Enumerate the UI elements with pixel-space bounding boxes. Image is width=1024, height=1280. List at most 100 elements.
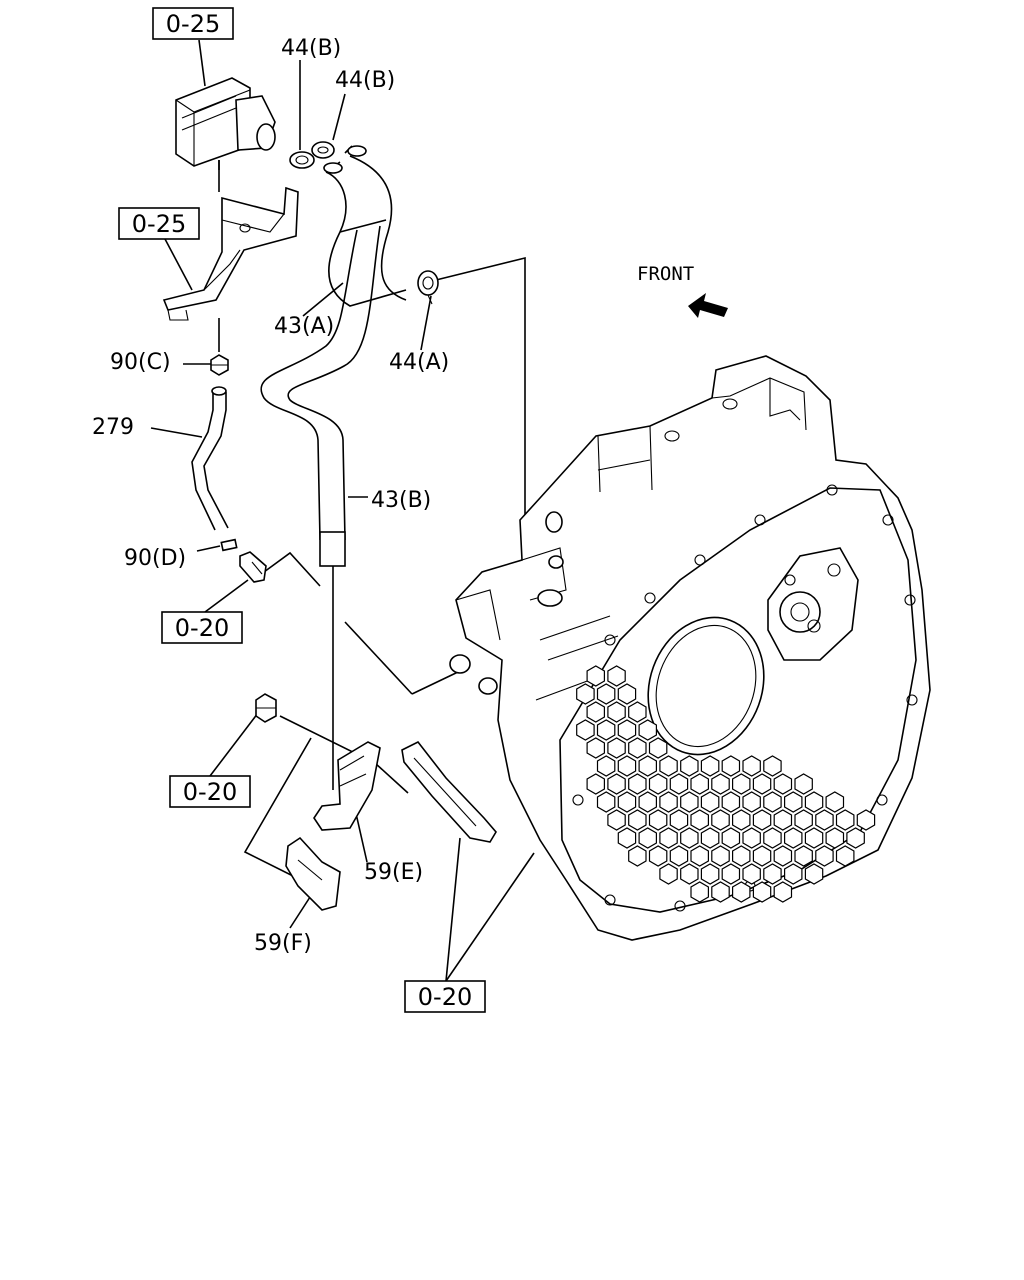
grille-cell	[576, 683, 595, 705]
grille-cell	[856, 809, 876, 831]
front-label: FRONT	[637, 263, 694, 285]
connector-assembly[interactable]	[175, 77, 276, 170]
grille-cell	[700, 755, 720, 777]
ref-box-bracket[interactable]: 0-25	[118, 207, 200, 240]
ref-label-bracket: 0-25	[132, 210, 186, 238]
grille-cell	[648, 773, 668, 795]
grille-cell	[773, 773, 793, 795]
grille-cell	[773, 845, 793, 867]
label-43a[interactable]: 43(A)	[274, 314, 334, 339]
grille-cell	[638, 719, 658, 741]
flywheel-housing[interactable]	[449, 355, 931, 941]
label-44a[interactable]: 44(A)	[389, 350, 449, 375]
grille-cell	[721, 755, 741, 777]
grille-cell	[742, 791, 761, 813]
grille-cell	[835, 845, 855, 867]
ref-box-bolt[interactable]: 0-20	[169, 775, 251, 808]
grille-cell	[659, 863, 678, 885]
grille-cell	[680, 827, 699, 849]
grille-cell	[690, 845, 710, 867]
grille-cell	[586, 665, 606, 687]
honeycomb-grille	[576, 665, 876, 903]
grille-cell	[607, 737, 626, 759]
grille-cell	[825, 827, 845, 849]
clip-59f[interactable]	[285, 836, 341, 911]
grille-cell	[617, 719, 637, 741]
mounting-bracket[interactable]	[162, 186, 299, 321]
pipe-279[interactable]	[191, 386, 229, 531]
grille-cell	[659, 791, 678, 813]
label-90d[interactable]: 90(D)	[124, 546, 186, 571]
ref-box-top[interactable]: 0-25	[152, 7, 234, 40]
label-44b-lower[interactable]: 44(B)	[335, 68, 395, 93]
grille-cell	[596, 719, 616, 741]
ref-box-left-clamp[interactable]: 0-20	[161, 611, 243, 644]
grille-cell	[815, 845, 834, 867]
bolt[interactable]	[255, 693, 277, 723]
grille-cell	[763, 755, 782, 777]
clamp-44b-lower[interactable]	[311, 141, 335, 159]
grille-cell	[628, 701, 647, 723]
label-43b[interactable]: 43(B)	[371, 488, 431, 513]
grille-cell	[731, 845, 751, 867]
grille-cell	[783, 827, 803, 849]
grille-cell	[815, 809, 834, 831]
clamp-44b-upper[interactable]	[289, 151, 315, 169]
clip-59e[interactable]	[313, 741, 381, 831]
grille-cell	[669, 845, 689, 867]
grille-cell	[690, 809, 710, 831]
grille-cell	[617, 755, 637, 777]
grille-cell	[752, 773, 772, 795]
grille-cell	[586, 773, 606, 795]
grille-cell	[659, 755, 678, 777]
front-arrow-icon	[688, 293, 728, 318]
grille-cell	[659, 827, 678, 849]
label-279[interactable]: 279	[92, 415, 134, 440]
label-59f[interactable]: 59(F)	[254, 931, 312, 956]
label-59e[interactable]: 59(E)	[364, 860, 423, 885]
grille-cell	[794, 773, 813, 795]
hose-43b[interactable]	[260, 225, 381, 567]
grille-cell	[742, 863, 761, 885]
grille-cell	[711, 881, 730, 903]
grille-cell	[742, 827, 761, 849]
ref-label-bottom: 0-20	[418, 983, 472, 1011]
grille-cell	[721, 863, 741, 885]
grille-cell	[680, 863, 699, 885]
grille-cell	[628, 773, 647, 795]
grille-cell	[690, 881, 710, 903]
grille-cell	[742, 755, 761, 777]
grille-cell	[617, 827, 637, 849]
hose-43a[interactable]	[323, 145, 407, 307]
grille-cell	[711, 809, 730, 831]
grille-cell	[700, 863, 720, 885]
fitting-90d[interactable]	[220, 538, 267, 583]
grille-cell	[721, 827, 741, 849]
grille-cell	[680, 791, 699, 813]
grille-cell	[804, 863, 824, 885]
grille-cell	[669, 809, 689, 831]
ref-label-top: 0-25	[166, 10, 220, 38]
grille-cell	[576, 719, 595, 741]
grille-cell	[794, 809, 813, 831]
label-44b-upper[interactable]: 44(B)	[281, 36, 341, 61]
grille-cell	[711, 773, 730, 795]
ref-box-bottom[interactable]: 0-20	[404, 980, 486, 1013]
grille-cell	[711, 845, 730, 867]
clamp-44a[interactable]	[417, 270, 439, 305]
grille-cell	[628, 737, 647, 759]
grille-cell	[731, 809, 751, 831]
grille-cell	[586, 701, 606, 723]
grille-cell	[763, 827, 782, 849]
label-90c[interactable]: 90(C)	[110, 350, 171, 375]
grille-cell	[617, 683, 637, 705]
grille-cell	[804, 827, 824, 849]
grille-cell	[846, 827, 865, 849]
grille-cell	[763, 791, 782, 813]
grille-cell	[700, 791, 720, 813]
grille-cell	[680, 755, 699, 777]
cover-piece[interactable]	[401, 740, 497, 843]
grille-cell	[794, 845, 813, 867]
nut-90c[interactable]	[210, 354, 229, 376]
